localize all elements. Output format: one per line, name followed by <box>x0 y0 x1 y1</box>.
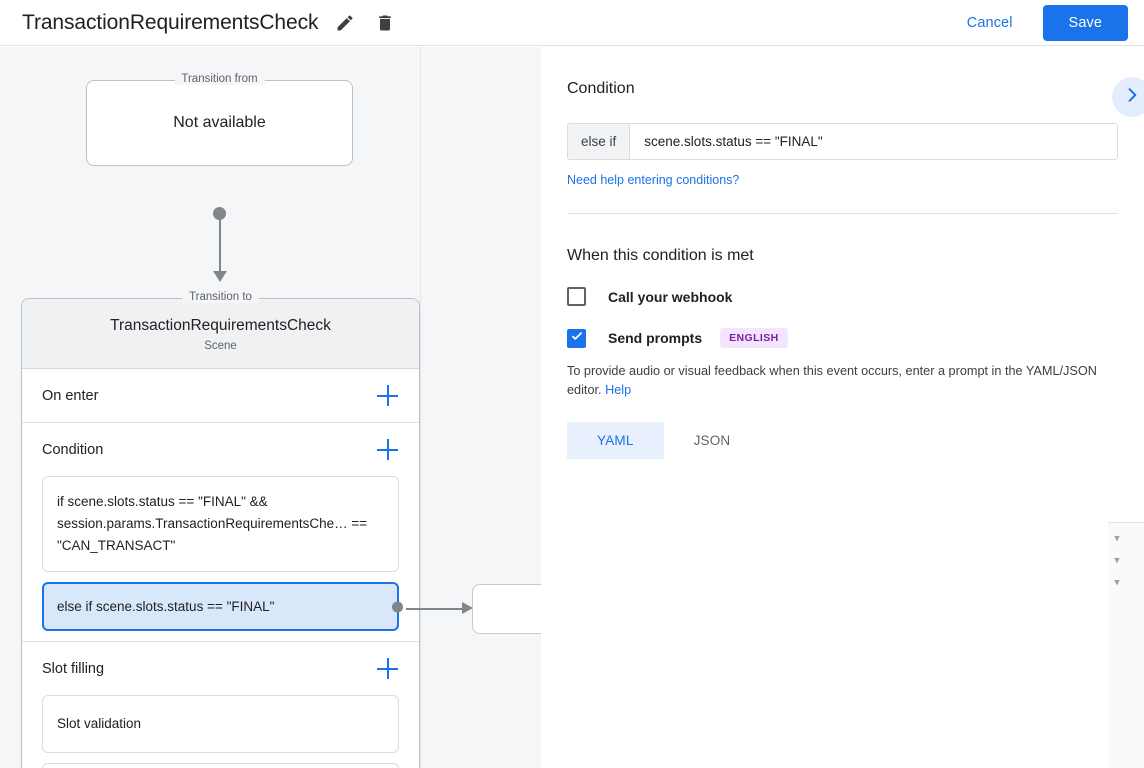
helper-text-body: To provide audio or visual feedback when… <box>567 364 1097 398</box>
connector-line <box>219 212 221 277</box>
condition-section: Condition else if Need help entering con… <box>541 47 1144 214</box>
check-icon <box>570 329 584 348</box>
language-badge: ENGLISH <box>720 328 788 348</box>
editor-format-tabs: YAML JSON <box>567 422 1118 460</box>
section-divider <box>567 213 1118 214</box>
connector-arrow-icon <box>213 271 227 282</box>
tab-json[interactable]: JSON <box>693 433 731 449</box>
call-webhook-label: Call your webhook <box>608 288 733 305</box>
section-header: Condition <box>42 423 399 476</box>
editor-line-number: 5 <box>1126 620 1144 635</box>
condition-list-item[interactable]: if scene.slots.status == "FINAL" && sess… <box>42 476 399 572</box>
chevron-right-icon <box>1122 85 1142 110</box>
transition-from-value: Not available <box>173 114 266 131</box>
when-met-heading: When this condition is met <box>567 247 754 264</box>
fold-triangle-icon[interactable]: ▼ <box>1114 578 1120 588</box>
condition-prefix-label: else if <box>568 124 631 159</box>
cancel-button[interactable]: Cancel <box>951 6 1029 40</box>
outgoing-edge-arrow-icon <box>462 602 473 614</box>
scene-type: Scene <box>204 340 237 352</box>
editor-line-number: 2 <box>1126 554 1144 569</box>
editor-line-number: 4 <box>1126 598 1144 613</box>
header-actions: Cancel Save <box>951 4 1144 41</box>
editor-line-number: 1 <box>1126 532 1144 547</box>
condition-output-handle[interactable] <box>392 601 403 612</box>
fold-triangle-icon[interactable]: ▼ <box>1114 556 1120 566</box>
scene-name: TransactionRequirementsCheck <box>110 317 331 334</box>
prompts-helper-text: To provide audio or visual feedback when… <box>567 362 1118 400</box>
code-editor[interactable]: ▼1▼2▼345 candidates: - first_simple: var… <box>1108 522 1144 768</box>
outgoing-edge-line <box>406 608 468 610</box>
transition-to-node: Transition to TransactionRequirementsChe… <box>21 291 420 768</box>
tab-yaml[interactable]: YAML <box>567 422 664 460</box>
call-webhook-checkbox[interactable] <box>567 287 586 306</box>
section-slot-filling: Slot filling Slot validation Transaction… <box>22 642 419 768</box>
helper-help-link[interactable]: Help <box>605 383 632 398</box>
transition-from-node[interactable]: Transition from Not available <box>86 73 353 166</box>
editor-gutter-line: 5 <box>1108 616 1144 638</box>
condition-list-item-selected[interactable]: else if scene.slots.status == "FINAL" <box>42 581 403 632</box>
transition-from-legend: Transition from <box>174 73 265 85</box>
webhook-checkbox-row[interactable]: Call your webhook <box>567 287 1118 306</box>
delete-button[interactable] <box>372 10 398 36</box>
section-title-on-enter: On enter <box>42 387 99 404</box>
condition-heading: Condition <box>567 80 635 97</box>
editor-gutter-line: 4 <box>1108 594 1144 616</box>
slot-filling-item[interactable]: Slot validation <box>42 695 399 754</box>
section-title-slot-filling: Slot filling <box>42 660 105 677</box>
details-panel: Condition else if Need help entering con… <box>541 47 1144 768</box>
condition-item-label: else if scene.slots.status == "FINAL" <box>57 598 275 614</box>
scene-header[interactable]: Transition to TransactionRequirementsChe… <box>22 291 419 369</box>
editor-gutter-line: ▼3 <box>1108 572 1144 594</box>
slot-filling-item[interactable]: TransactionRequirementsCheck <box>42 763 399 768</box>
section-on-enter: On enter <box>22 369 419 423</box>
pencil-icon <box>335 13 355 33</box>
transition-to-legend: Transition to <box>182 291 259 303</box>
add-condition-button[interactable] <box>377 438 399 461</box>
editor-line-number: 3 <box>1126 576 1144 591</box>
condition-expression-input[interactable] <box>630 124 1117 159</box>
save-button[interactable]: Save <box>1042 4 1128 41</box>
condition-help-link[interactable]: Need help entering conditions? <box>567 173 740 187</box>
trash-icon <box>375 13 395 33</box>
section-header: Slot filling <box>42 642 399 695</box>
condition-input-row[interactable]: else if <box>567 123 1118 160</box>
send-prompts-checkbox[interactable] <box>567 328 586 348</box>
editor-gutter[interactable]: ▼1▼2▼345 <box>1108 523 1144 768</box>
canvas-column-divider <box>420 47 421 768</box>
section-condition: Condition if scene.slots.status == "FINA… <box>22 423 419 643</box>
section-title-condition: Condition <box>42 441 104 458</box>
page-title: TransactionRequirementsCheck <box>22 10 319 34</box>
editor-gutter-line: ▼1 <box>1108 528 1144 550</box>
edit-title-button[interactable] <box>332 10 358 36</box>
section-header: On enter <box>42 369 399 422</box>
send-prompts-label: Send prompts <box>608 330 703 346</box>
send-prompts-checkbox-row[interactable]: Send prompts ENGLISH <box>567 328 1118 348</box>
target-node-card[interactable] <box>472 584 541 634</box>
fold-triangle-icon[interactable]: ▼ <box>1114 534 1120 544</box>
editor-gutter-line: ▼2 <box>1108 550 1144 572</box>
add-slot-filling-button[interactable] <box>377 657 399 680</box>
app-header: TransactionRequirementsCheck Cancel Save <box>0 0 1144 46</box>
when-condition-met-section: When this condition is met Call your web… <box>541 214 1144 460</box>
flow-canvas[interactable]: Transition from Not available Transition… <box>0 47 541 768</box>
add-on-enter-button[interactable] <box>377 384 399 407</box>
expand-panel-button[interactable] <box>1112 77 1144 117</box>
